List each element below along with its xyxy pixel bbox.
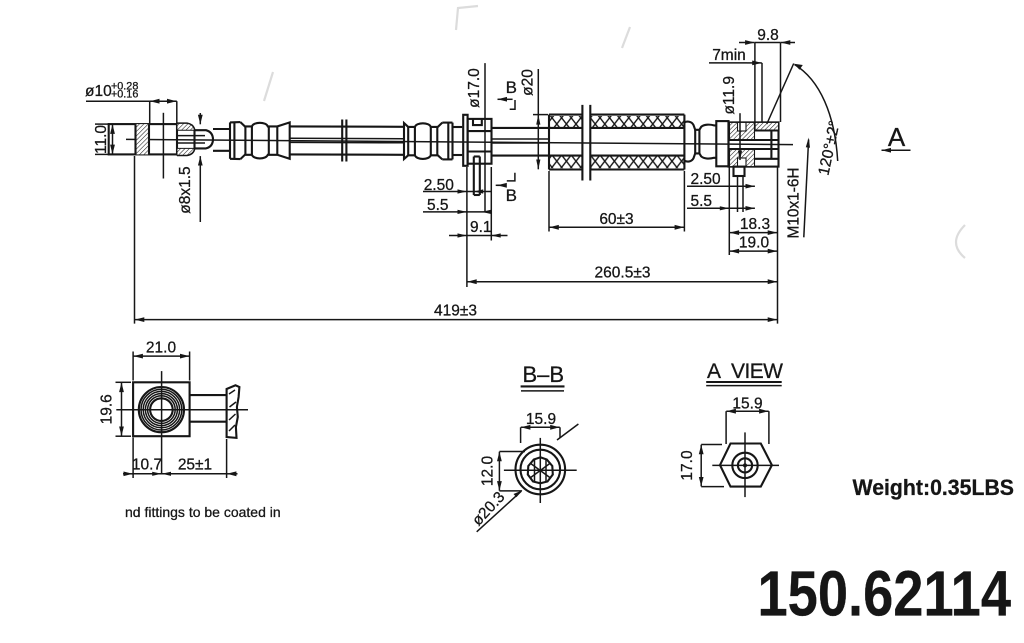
svg-text:Weight:0.35LBS: Weight:0.35LBS	[853, 475, 1015, 500]
svg-text:260.5±3: 260.5±3	[595, 265, 651, 282]
svg-text:19.0: 19.0	[739, 235, 770, 252]
svg-text:17.0: 17.0	[679, 450, 696, 481]
svg-text:15.9: 15.9	[526, 411, 556, 428]
svg-text:15.9: 15.9	[732, 396, 762, 413]
svg-text:12.0: 12.0	[480, 456, 497, 487]
svg-text:B: B	[506, 78, 517, 97]
svg-text:B–B: B–B	[523, 362, 565, 387]
svg-text:2.50: 2.50	[691, 171, 722, 188]
svg-text:ø10: ø10	[85, 83, 112, 100]
svg-text:ø11.9: ø11.9	[721, 76, 738, 115]
svg-text:nd fittings to be coated in: nd fittings to be coated in	[125, 504, 281, 520]
svg-text:7min: 7min	[712, 47, 746, 64]
svg-text:2.50: 2.50	[424, 177, 455, 194]
svg-text:10.7: 10.7	[132, 457, 162, 474]
svg-text:ø8x1.5: ø8x1.5	[177, 166, 194, 213]
svg-text:ø20: ø20	[520, 69, 537, 96]
svg-text:150.62114: 150.62114	[758, 558, 1012, 630]
svg-text:9.8: 9.8	[757, 27, 779, 44]
svg-text:21.0: 21.0	[146, 340, 177, 357]
svg-text:60±3: 60±3	[599, 211, 633, 228]
svg-text:19.6: 19.6	[99, 394, 116, 424]
svg-text:25±1: 25±1	[178, 457, 212, 474]
svg-text:5.5: 5.5	[427, 197, 449, 214]
svg-text:+0.16: +0.16	[111, 89, 138, 101]
svg-text:B: B	[506, 186, 517, 205]
svg-text:M10x1-6H: M10x1-6H	[786, 168, 803, 239]
svg-text:A: A	[888, 122, 906, 152]
svg-text:5.5: 5.5	[691, 193, 713, 210]
svg-text:9.1: 9.1	[470, 219, 492, 236]
svg-text:A VIEW: A VIEW	[707, 360, 783, 383]
svg-text:11.0: 11.0	[93, 125, 110, 154]
svg-text:18.3: 18.3	[740, 216, 770, 233]
svg-text:+0.28: +0.28	[111, 81, 138, 93]
svg-text:ø17.0: ø17.0	[466, 68, 483, 108]
svg-text:419±3: 419±3	[434, 303, 477, 320]
